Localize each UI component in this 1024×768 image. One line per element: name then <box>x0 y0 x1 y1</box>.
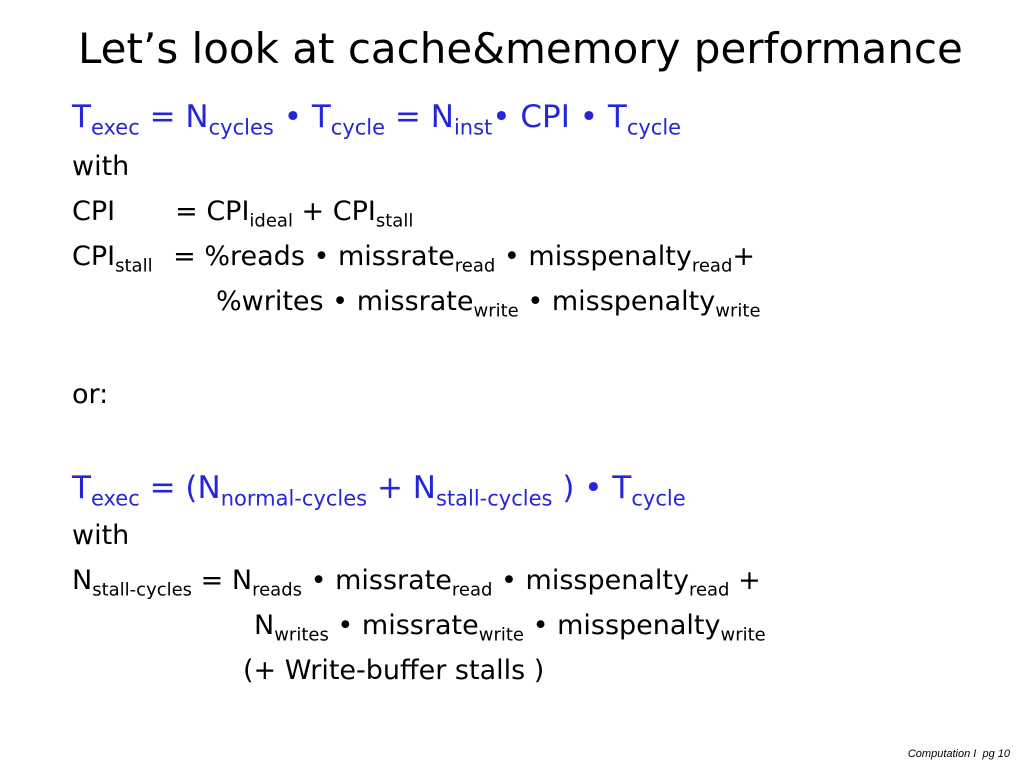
eq1-t: T <box>72 99 91 135</box>
nstall-eq: = N <box>192 565 253 596</box>
eq2-open: = (N <box>139 470 221 506</box>
writes-text: %writes • missrate <box>216 286 474 317</box>
nstall-n-sub: stall-cycles <box>92 579 193 601</box>
writes-mp-sub: write <box>715 300 761 322</box>
slide-title: Let’s look at cache&memory performance <box>78 24 963 73</box>
nstall-n: N <box>72 565 93 596</box>
nwrites-mp-sub: write <box>720 624 766 646</box>
with-label-1: with <box>72 151 130 182</box>
eq1-eq2: = N <box>385 99 454 135</box>
or-label: or: <box>72 379 109 410</box>
eq2-plus: + N <box>367 470 436 506</box>
cpistall-rr-sub: read <box>454 255 496 277</box>
exec-time-equation: Texec = Ncycles • Tcycle = Ninst• CPI • … <box>72 99 681 138</box>
eq1-n-sub: cycles <box>208 115 274 140</box>
eq1-tc2-sub: cycle <box>626 115 682 140</box>
nstall-mp-sub: read <box>688 579 730 601</box>
eq1-ni-sub: inst <box>453 115 493 140</box>
cpi-ideal-sub: ideal <box>249 210 293 232</box>
nstall-mp: • misspenalty <box>492 565 689 596</box>
n-stall-cycles-equation: Nstall-cycles = Nreads • missrateread • … <box>72 565 761 599</box>
nwrites-n: N <box>254 610 275 641</box>
cpi-plus: + CPI <box>292 196 376 227</box>
footer-course: Computation I <box>907 748 977 760</box>
cpi-equation: CPI = CPIideal + CPIstall <box>72 196 413 230</box>
slide-footer: Computation I pg 10 <box>908 748 1010 760</box>
nstall-mr: • missrate <box>302 565 452 596</box>
with-label-2: with <box>72 520 130 551</box>
eq2-t: T <box>72 470 91 506</box>
eq2-close: ) • T <box>552 470 632 506</box>
cpi-lhs: CPI <box>72 196 116 227</box>
cpistall-mp-sub: read <box>691 255 733 277</box>
nwrites-n-sub: writes <box>274 624 329 646</box>
cpi-stall-writes-term: %writes • missratewrite • misspenaltywri… <box>216 286 761 320</box>
eq1-mid: • T <box>273 99 331 135</box>
write-buffer-stalls-note: (+ Write-buffer stalls ) <box>243 655 545 686</box>
cpi-stall-sub: stall <box>375 210 414 232</box>
eq2-nc-sub: normal-cycles <box>220 486 368 511</box>
nstall-mr-sub: read <box>451 579 493 601</box>
cpistall-plus: + <box>732 241 755 272</box>
cpistall-mp: • misspenalty <box>495 241 692 272</box>
eq2-tc-sub: cycle <box>631 486 686 511</box>
eq1-eq: = N <box>139 99 209 135</box>
writes-mp: • misspenalty <box>518 286 716 317</box>
cpi-eq: = CPI <box>175 196 250 227</box>
exec-time-stall-equation: Texec = (Nnormal-cycles + Nstall-cycles … <box>72 470 686 509</box>
eq1-tail: • CPI • T <box>492 99 627 135</box>
nwrites-mr: • missrate <box>328 610 479 641</box>
eq2-ns-sub: stall-cycles <box>435 486 553 511</box>
nstall-plus: + <box>729 565 761 596</box>
nwrites-mp: • misspenalty <box>523 610 721 641</box>
nwrites-mr-sub: write <box>478 624 524 646</box>
cpistall-lhs: CPI <box>72 241 116 272</box>
eq1-t-sub: exec <box>90 115 140 140</box>
cpistall-rhs: = %reads • missrate <box>164 241 455 272</box>
nstall-r-sub: reads <box>252 579 302 601</box>
cpi-stall-equation: CPIstall = %reads • missrateread • missp… <box>72 241 755 275</box>
footer-page-number: pg 10 <box>982 748 1010 760</box>
eq1-tc-sub: cycle <box>330 115 386 140</box>
writes-mw-sub: write <box>473 300 519 322</box>
n-writes-term: Nwrites • missratewrite • misspenaltywri… <box>254 610 766 644</box>
cpistall-lhs-sub: stall <box>115 255 153 277</box>
eq2-t-sub: exec <box>90 486 140 511</box>
